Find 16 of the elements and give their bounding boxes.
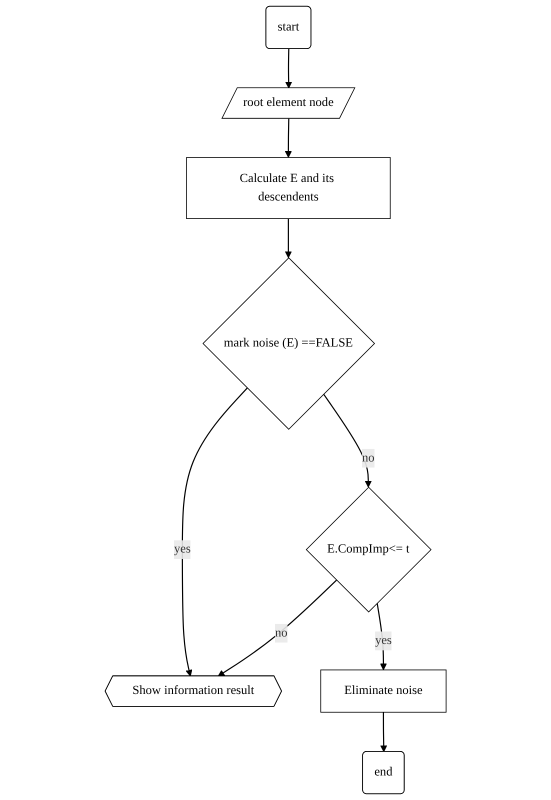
node-box: Eliminate noise — [320, 670, 446, 713]
edge-label: yes — [374, 634, 392, 648]
arrow — [380, 712, 388, 752]
arrow — [285, 48, 292, 88]
arrow — [182, 388, 248, 677]
arrow — [284, 218, 292, 258]
arrow — [218, 580, 337, 677]
edge-label: yes — [174, 542, 191, 556]
node-diamond: E.CompImp<= t — [306, 486, 432, 612]
arrow — [376, 602, 387, 670]
edge-label: no — [362, 451, 374, 465]
edge-label: no — [274, 626, 288, 640]
node-diamond: mark noise (E) ==FALSE — [202, 257, 375, 430]
node-box: Calculate E and its descendents — [186, 157, 391, 219]
arrow — [284, 118, 292, 158]
arrow — [322, 394, 372, 488]
